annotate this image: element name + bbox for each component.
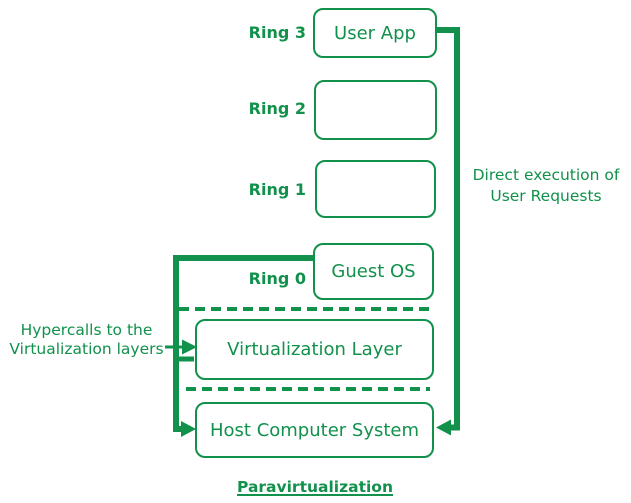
ring-0-label: Ring 0 [248,269,306,288]
user-app-box: User App [313,8,437,58]
ring-2-label: Ring 2 [248,99,306,118]
direct-execution-arrow [436,27,460,436]
direct-execution-arrowhead [436,419,451,436]
ring-1-label: Ring 1 [248,180,306,199]
guest-os-to-host-arrowhead [181,421,196,437]
ring-1-box [315,160,436,218]
guest-os-box: Guest OS [313,243,434,300]
direct-execution-annotation: Direct execution of User Requests [472,166,620,205]
guest-os-to-host-arrow [173,255,313,437]
hypercalls-annotation: Hypercalls to the Virtualization layers [9,321,164,359]
ring-3-label: Ring 3 [248,23,306,42]
diagram-caption: Paravirtualization [237,478,393,496]
guest-os-box-label: Guest OS [331,261,416,282]
virtualization-layer-box-label: Virtualization Layer [227,339,402,360]
user-app-box-label: User App [334,22,416,44]
host-computer-system-box-label: Host Computer System [209,419,420,441]
hypercalls-arrowhead [182,339,197,355]
host-computer-system-box: Host Computer System [195,402,434,458]
virtualization-layer-box: Virtualization Layer [195,319,434,380]
hypercalls-arrow [165,339,197,355]
ring-2-box [314,80,437,140]
